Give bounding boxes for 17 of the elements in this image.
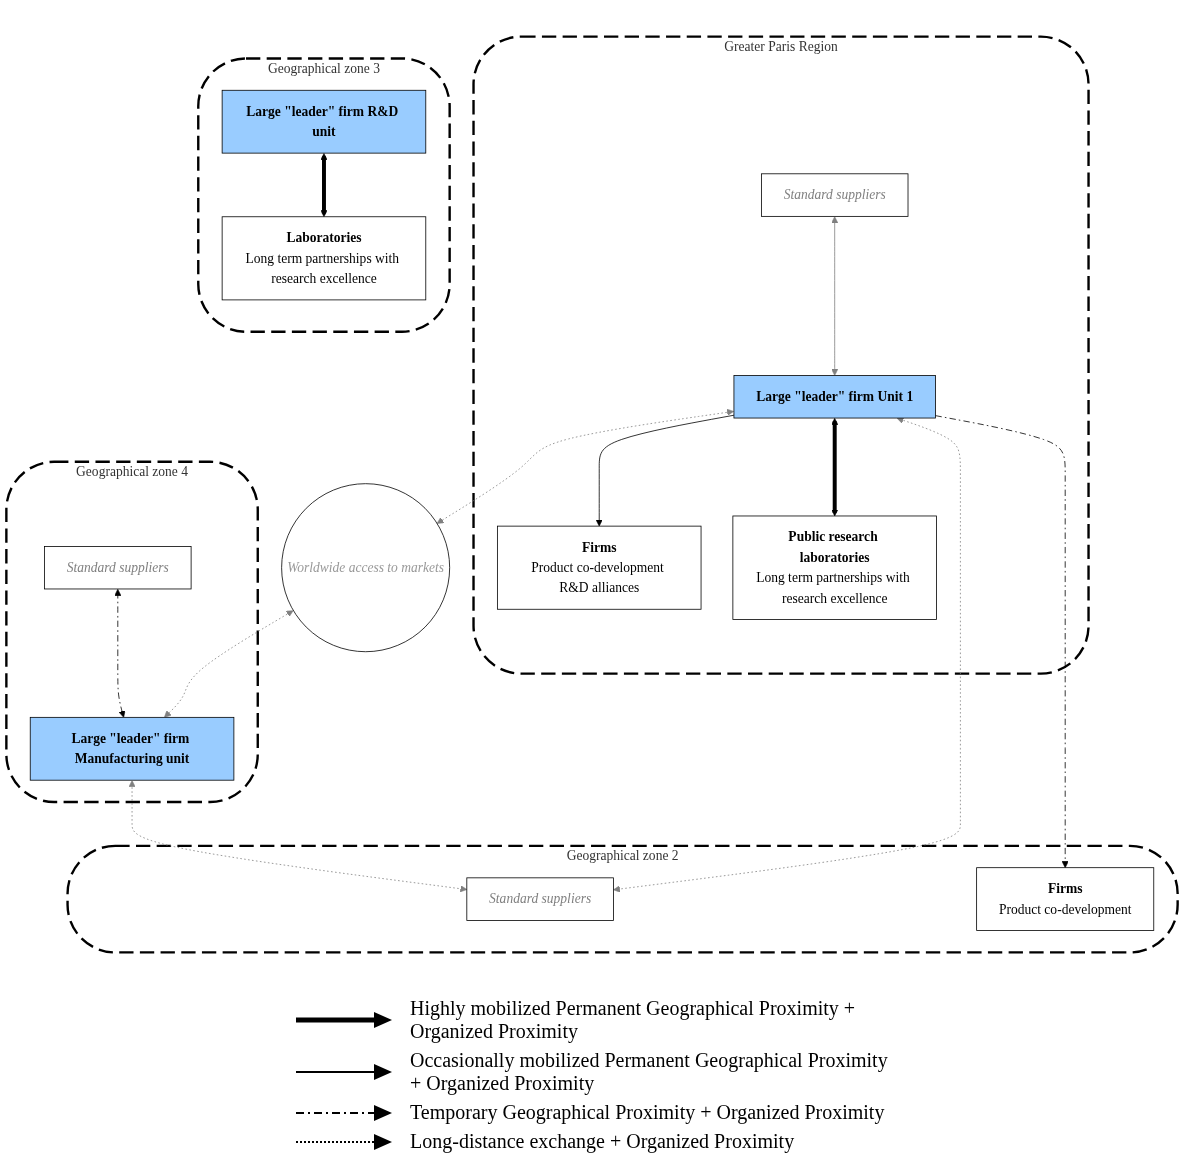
node-box: Standard suppliers [761,173,909,217]
legend-text: Occasionally mobilized Permanent Geographical Proximity + Organized Proximity [410,1049,889,1095]
legend-text: Temporary Geographical Proximity + Organized Proximity [410,1101,885,1124]
legend-text: Highly mobilized Permanent Geographical Proximity + Organized Proximity [410,997,857,1043]
node-box: Firms Product co-development [976,867,1155,931]
node-box: Firms Product co-development R&D alliances [497,525,702,610]
node-box: Public research laboratories Long term partnerships with research excellence [732,515,937,620]
node-box: Large "leader" firm Unit 1 [733,375,936,419]
node-circle: Worldwide access to markets [281,483,451,653]
arrow [831,418,839,517]
node-box: Standard suppliers [44,546,192,590]
node-box: Standard suppliers [466,877,614,921]
node-box: Large "leader" firm Manufacturing unit [29,716,235,781]
node-box: Laboratories Long term partnerships with research excellence [221,216,427,301]
arrow [320,153,328,218]
legend-text: Long-distance exchange + Organized Proximity [410,1130,795,1153]
node-box: Large "leader" firm R&D unit [221,89,427,154]
